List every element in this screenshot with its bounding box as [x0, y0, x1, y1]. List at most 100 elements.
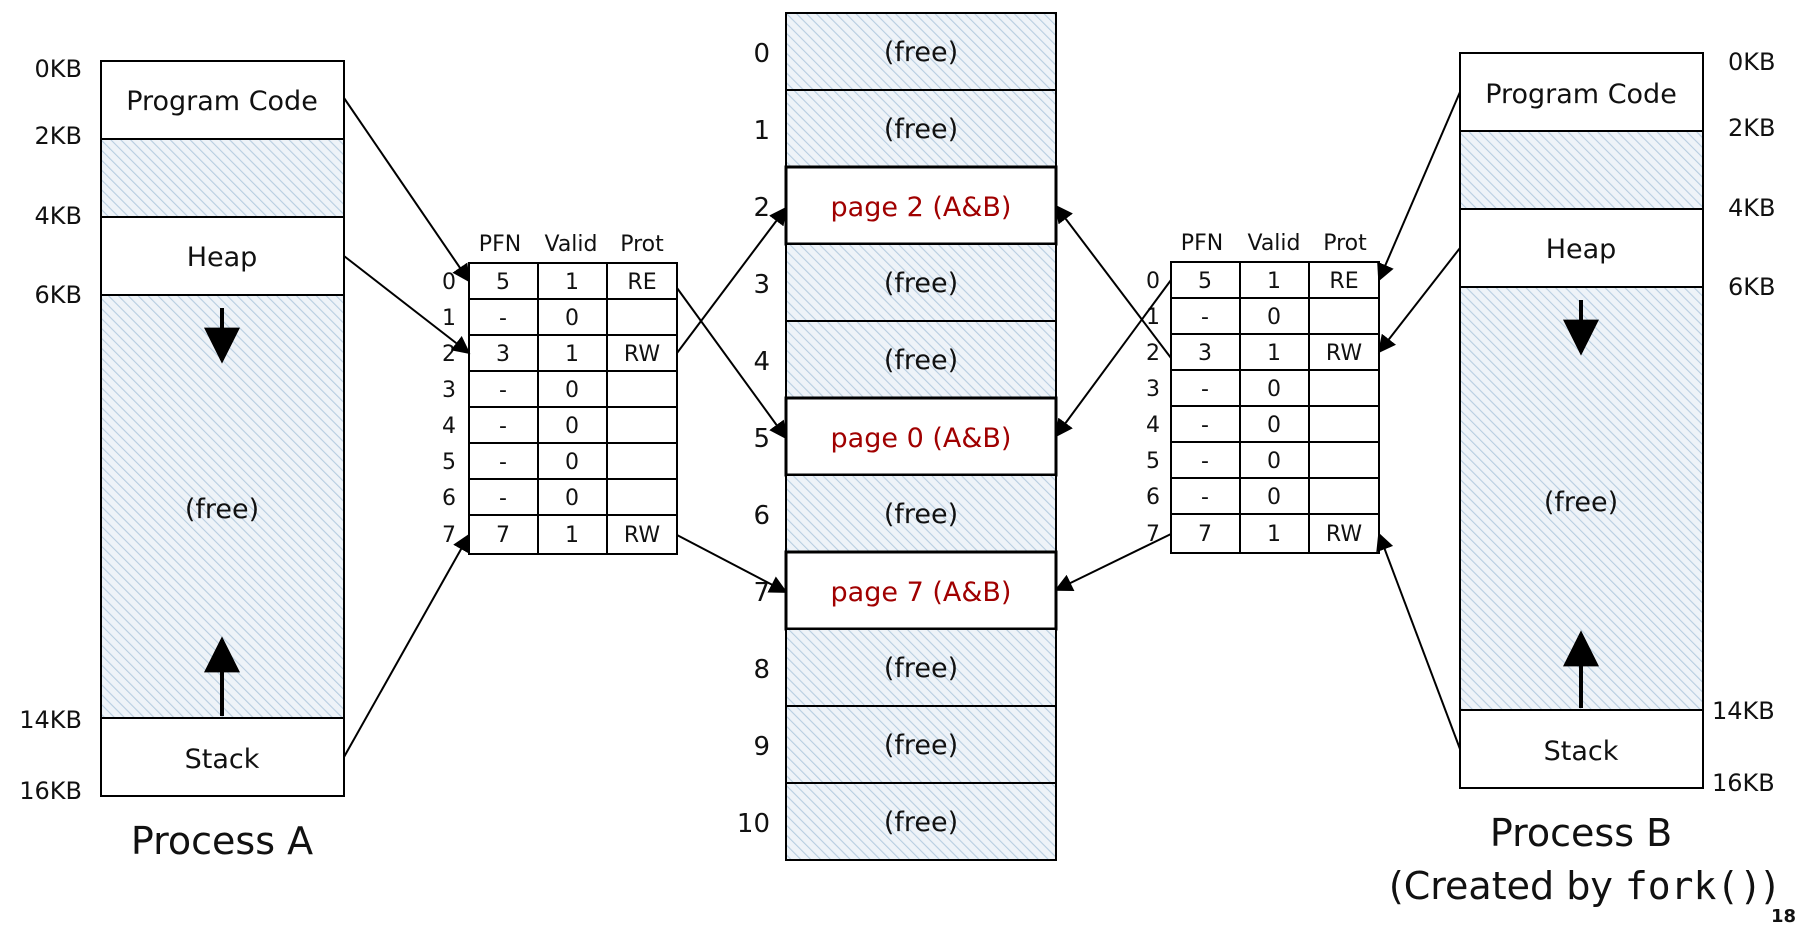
frame-index: 9: [753, 732, 770, 762]
arrow-a-code-to-pt: [343, 97, 471, 283]
table-cell-valid: 1: [1267, 341, 1281, 366]
process-b-kb-label: 16KB: [1712, 769, 1775, 797]
table-row: 2 3 1 RW: [442, 342, 660, 367]
process-b-kb-label: 2KB: [1728, 114, 1775, 142]
table-row-vpn: 7: [442, 523, 456, 548]
frame-label-shared: page 2 (A&B): [831, 192, 1012, 223]
frame-box-shared: [784, 165, 1058, 246]
table-cell-valid: 1: [1267, 522, 1281, 547]
process-b-title: Process B: [1490, 811, 1672, 855]
process-b-kb-label: 14KB: [1712, 697, 1775, 725]
table-cell-valid: 0: [1267, 377, 1281, 402]
table-row-vpn: 5: [1146, 449, 1160, 474]
table-cell-valid: 0: [565, 306, 579, 331]
table-cell-valid: 0: [565, 450, 579, 475]
process-a-heap-label: Heap: [187, 242, 258, 273]
table-row-vpn: 2: [1146, 341, 1160, 366]
table-header-prot: Prot: [620, 232, 664, 257]
process-a-heap-segment: [100, 216, 345, 296]
frame-box: [785, 474, 1057, 553]
table-cell-prot: RW: [1326, 522, 1362, 547]
frame-box: [785, 12, 1057, 91]
table-row: 3 - 0: [442, 378, 579, 403]
table-row: 0 5 1 RE: [1146, 269, 1359, 294]
table-cell-valid: 0: [1267, 485, 1281, 510]
table-cell-pfn: 5: [496, 270, 510, 295]
table-header-pfn: PFN: [479, 232, 521, 257]
table-cell-prot: RW: [1326, 341, 1362, 366]
table-cell-prot: RW: [624, 342, 660, 367]
table-header-valid: Valid: [544, 232, 597, 257]
frame-label-shared: page 0 (A&B): [831, 423, 1012, 454]
table-row: 7 7 1 RW: [1146, 522, 1362, 547]
frame-box: [785, 782, 1057, 861]
table-row: 5 - 0: [442, 450, 579, 475]
table-row: 6 - 0: [442, 486, 579, 511]
table-row-vpn: 1: [442, 306, 456, 331]
table-cell-valid: 1: [565, 523, 579, 548]
process-b-kb-label: 4KB: [1728, 194, 1775, 222]
table-row: 0 5 1 RE: [442, 270, 657, 295]
fork-call: fork(): [1625, 864, 1762, 908]
arrow-pt-b-row0-to-frame5: [1054, 279, 1172, 438]
table-cell-pfn: 3: [496, 342, 510, 367]
frame-box: [785, 320, 1057, 399]
arrow-b-code-to-pt: [1377, 91, 1461, 282]
frame-label: (free): [884, 730, 958, 761]
table-row-vpn: 1: [1146, 305, 1160, 330]
table-cell-pfn: 7: [1198, 522, 1212, 547]
frame-index: 0: [753, 39, 770, 69]
process-a-kb-label: 6KB: [35, 281, 82, 309]
table-row: 2 3 1 RW: [1146, 341, 1362, 366]
process-a-code-segment: [100, 60, 345, 140]
frame-label: (free): [884, 345, 958, 376]
page-table-a: PFN Valid Prot 0 5 1 RE 1 - 0 2 3 1 RW: [442, 232, 678, 555]
table-header-prot: Prot: [1323, 231, 1367, 256]
table-row-vpn: 5: [442, 450, 456, 475]
process-b-heap-segment: [1459, 208, 1704, 288]
table-header-pfn: PFN: [1181, 231, 1223, 256]
table-row: 1 - 0: [442, 306, 579, 331]
frame-box: [785, 628, 1057, 707]
process-a-free-label: (free): [185, 494, 259, 525]
process-a-kb-label: 4KB: [35, 202, 82, 230]
frame-index: 6: [753, 501, 770, 531]
arrow-pt-b-row2-to-frame2: [1054, 204, 1172, 359]
table-cell-pfn: -: [1201, 377, 1209, 402]
table-row: 3 - 0: [1146, 377, 1281, 402]
frame-index: 2: [753, 193, 770, 223]
process-a-kb-label: 2KB: [35, 122, 82, 150]
frame-label: (free): [884, 268, 958, 299]
table-cell-valid: 1: [565, 270, 579, 295]
physical-memory: (free) 0 (free) 1 page 2 (A&B) 2 (free) …: [737, 12, 1058, 861]
table-row-vpn: 2: [442, 342, 456, 367]
process-a-code-label: Program Code: [126, 86, 318, 117]
table-cell-pfn: -: [499, 378, 507, 403]
frame-index: 3: [753, 270, 770, 300]
table-cell-pfn: -: [499, 486, 507, 511]
table-row: 6 - 0: [1146, 485, 1281, 510]
table-cell-valid: 0: [1267, 305, 1281, 330]
table-row: 4 - 0: [1146, 413, 1281, 438]
slide-number: 18: [1771, 906, 1796, 927]
process-a-stack-label: Stack: [185, 744, 260, 775]
table-cell-valid: 0: [565, 486, 579, 511]
table-row-vpn: 0: [442, 270, 456, 295]
frame-box: [785, 243, 1057, 322]
arrow-b-stack-to-pt: [1376, 532, 1461, 750]
arrow-a-stack-to-pt: [343, 533, 470, 758]
table-cell-pfn: -: [499, 414, 507, 439]
process-b-gap-segment: [1459, 130, 1704, 210]
table-cell-pfn: 5: [1198, 269, 1212, 294]
table-cell-pfn: -: [499, 450, 507, 475]
process-a: Program Code Heap (free) Stack 0KB 2KB 4…: [19, 55, 345, 863]
table-cell-valid: 0: [1267, 449, 1281, 474]
process-b-kb-label: 0KB: [1728, 48, 1775, 76]
table-row: 5 - 0: [1146, 449, 1281, 474]
table-cell-pfn: -: [1201, 305, 1209, 330]
frame-index: 7: [753, 578, 770, 608]
process-b-subtitle: (Created by fork()): [1389, 864, 1777, 908]
table-cell-pfn: 7: [496, 523, 510, 548]
table-cell-prot: RW: [624, 523, 660, 548]
